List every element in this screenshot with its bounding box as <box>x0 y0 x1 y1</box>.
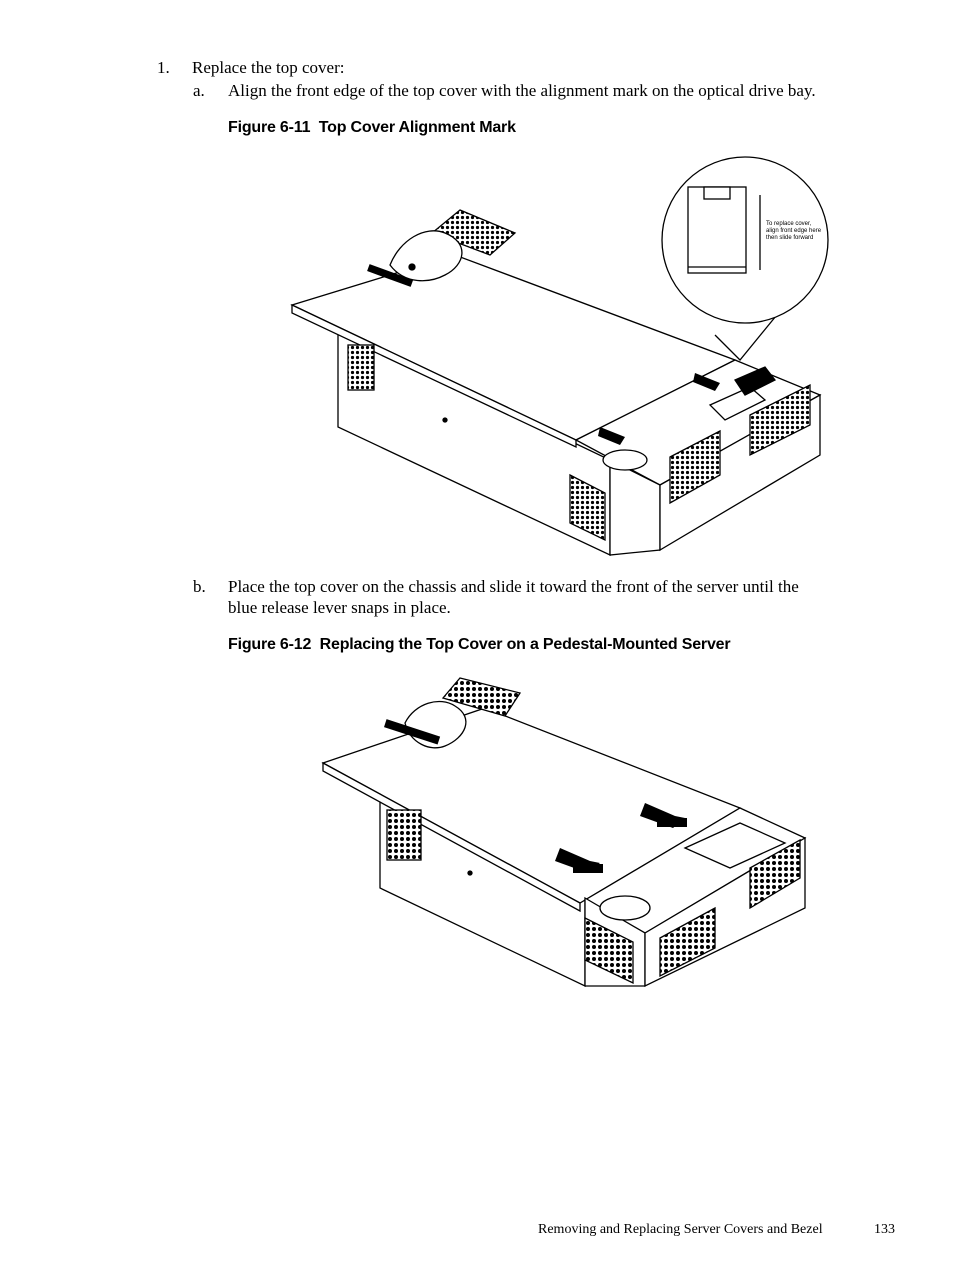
slide-arrows <box>598 373 720 445</box>
callout-line-3: then slide forward <box>766 235 813 241</box>
callout-text: To replace cover, align front edge here … <box>766 221 822 241</box>
callout-line-2: align front edge here <box>766 228 822 234</box>
replacing-top-cover-figure <box>321 677 807 988</box>
server-chassis <box>321 677 807 988</box>
step-1: 1. Replace the top cover: <box>0 57 954 79</box>
footer-section-title: Removing and Replacing Server Covers and… <box>538 1222 823 1237</box>
page-number: 133 <box>874 1222 895 1237</box>
step-a: a. Align the front edge of the top cover… <box>0 80 954 102</box>
alignment-callout <box>661 156 829 361</box>
step-number: 1. <box>157 58 170 77</box>
step-text-line-1: Place the top cover on the chassis and s… <box>228 577 799 596</box>
slide-arrows <box>555 803 687 873</box>
page-footer: Removing and Replacing Server Covers and… <box>0 1222 954 1242</box>
top-cover-alignment-figure: To replace cover, align front edge here … <box>290 156 829 557</box>
step-text-line-2: blue release lever snaps in place. <box>228 598 451 617</box>
callout-line-1: To replace cover, <box>766 221 812 227</box>
step-letter: a. <box>193 81 205 100</box>
step-b: b. Place the top cover on the chassis an… <box>0 576 954 620</box>
server-chassis <box>290 209 822 557</box>
step-letter: b. <box>193 577 206 596</box>
step-text: Align the front edge of the top cover wi… <box>228 81 816 100</box>
step-text: Replace the top cover: <box>192 58 345 77</box>
figure-caption: Figure 6-11 Top Cover Alignment Mark <box>228 119 516 136</box>
figure-caption: Figure 6-12 Replacing the Top Cover on a… <box>228 636 731 653</box>
